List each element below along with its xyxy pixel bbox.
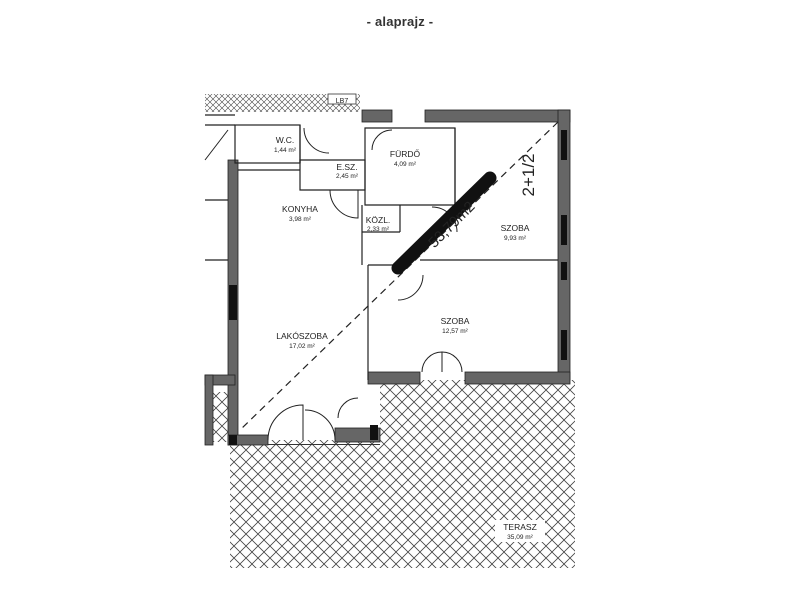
top-hatch-strip — [205, 94, 360, 112]
room-labels: W.C. 1,44 m² E.SZ. 2,45 m² FÜRDŐ 4,09 m²… — [274, 135, 545, 542]
room-area-terasz: 35,09 m² — [507, 534, 533, 541]
room-area-lakoszoba: 17,02 m² — [289, 343, 315, 350]
room-name-terasz: TERASZ — [503, 522, 537, 532]
room-area-esz: 2,45 m² — [336, 173, 359, 180]
marker-stroke — [391, 171, 497, 275]
room-name-lakoszoba: LAKÓSZOBA — [276, 331, 328, 341]
room-area-furdo: 4,09 m² — [394, 161, 417, 168]
interior-walls — [205, 114, 558, 380]
diagonal-dashed-line — [239, 121, 559, 431]
room-name-kozl: KÖZL. — [366, 215, 391, 225]
terrace-hatch — [212, 380, 575, 568]
room-name-szoba1: SZOBA — [501, 223, 530, 233]
windows — [229, 130, 567, 445]
room-area-szoba1: 9,93 m² — [504, 235, 527, 242]
room-name-konyha: KONYHA — [282, 204, 318, 214]
top-tag-label: LB7 — [336, 98, 349, 105]
room-area-szoba2: 12,57 m² — [442, 328, 468, 335]
top-tag-box — [327, 93, 357, 105]
room-area-konyha: 3,98 m² — [289, 216, 312, 223]
room-name-esz: E.SZ. — [336, 162, 357, 172]
room-name-szoba2: SZOBA — [441, 316, 470, 326]
room-name-furdo: FÜRDŐ — [390, 149, 421, 159]
room-count-label: 2+1/2 — [519, 153, 538, 196]
room-area-wc: 1,44 m² — [274, 147, 297, 154]
room-area-kozl: 2,33 m² — [367, 226, 390, 233]
page-title: - alaprajz - — [366, 14, 434, 29]
room-name-wc: W.C. — [276, 135, 294, 145]
